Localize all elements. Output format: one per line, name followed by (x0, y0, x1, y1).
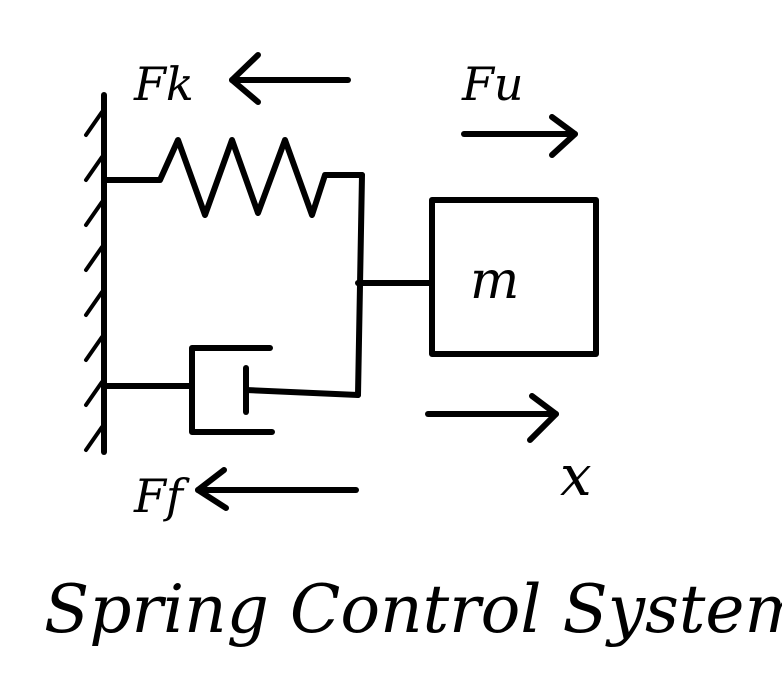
damper-force-label: Ff (133, 469, 190, 523)
input-force-label: Fu (461, 57, 524, 111)
diagram-caption: Spring Control System (44, 571, 782, 648)
spring-force-arrow (229, 52, 351, 105)
wall-hatching (84, 110, 104, 452)
damper-piston-rod (243, 387, 361, 398)
displacement-label: x (560, 444, 592, 509)
spring-force-label: Fk (133, 57, 194, 111)
spring (101, 137, 365, 218)
mass-label: m (470, 251, 519, 311)
damper (101, 345, 361, 435)
damper-force-arrow (195, 467, 359, 511)
fixed-wall (84, 92, 107, 455)
mass-block (429, 197, 599, 357)
displacement-arrow (425, 393, 559, 443)
damper-cylinder (189, 345, 275, 435)
input-force-arrow (461, 114, 578, 158)
